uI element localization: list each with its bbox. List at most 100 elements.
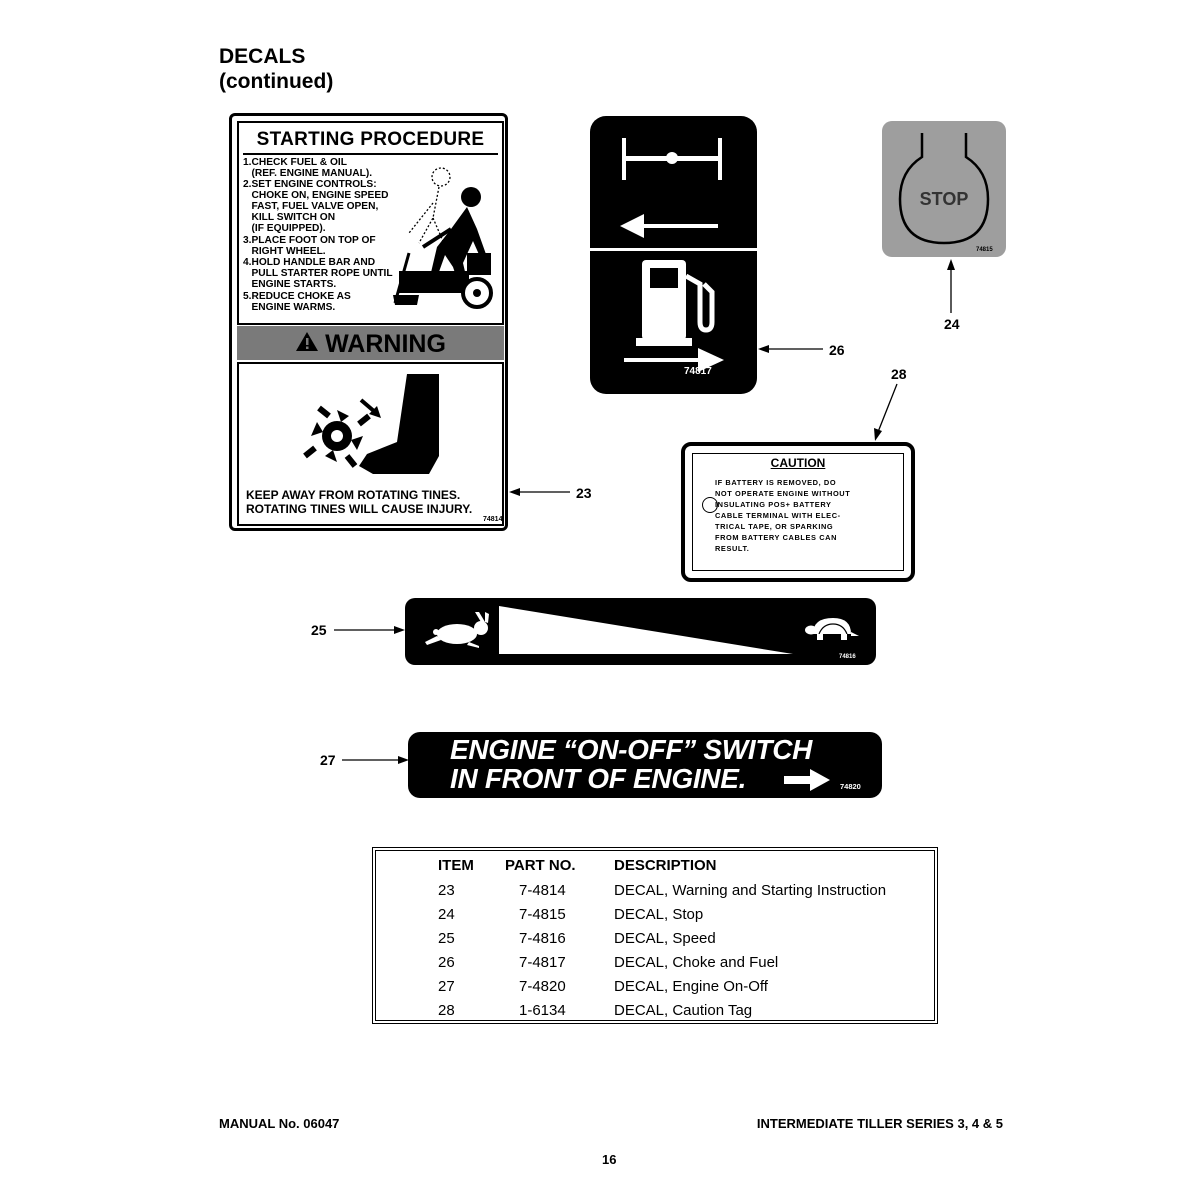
decal-26-choke-fuel: 74817	[590, 116, 757, 394]
stop-label: STOP	[919, 189, 969, 209]
callout-arrow-28	[874, 383, 898, 441]
cell-item: 27	[438, 978, 455, 995]
callout-28: 28	[891, 366, 907, 382]
page-title-line1: DECALS	[219, 45, 306, 68]
cell-description: DECAL, Speed	[614, 930, 716, 947]
cell-item: 23	[438, 882, 455, 899]
decal-part-label: 74814	[483, 516, 503, 523]
callout-arrow-26	[758, 345, 823, 353]
callout-26: 26	[829, 342, 845, 358]
footer-series-title: INTERMEDIATE TILLER SERIES 3, 4 & 5	[756, 1116, 1003, 1131]
step-line: (IF EQUIPPED).	[243, 223, 326, 234]
step-line: 5.REDUCE CHOKE AS	[243, 291, 351, 302]
cell-description: DECAL, Engine On-Off	[614, 978, 768, 995]
step-line: 4.HOLD HANDLE BAR AND	[243, 257, 376, 268]
callout-arrow-23	[509, 488, 570, 496]
rabbit-fast-icon	[425, 612, 489, 648]
engine-switch-line1: ENGINE “ON-OFF” SWITCH	[450, 734, 813, 765]
stop-keyhole-icon	[898, 133, 990, 245]
caution-line: TRICAL TAPE, OR SPARKING	[715, 522, 834, 531]
rotating-tines-panel: KEEP AWAY FROM ROTATING TINES. ROTATING …	[237, 362, 504, 526]
callout-27: 27	[320, 752, 336, 768]
step-line: 2.SET ENGINE CONTROLS:	[243, 179, 377, 190]
caution-line: NOT OPERATE ENGINE WITHOUT	[715, 489, 851, 498]
decal-28-caution-tag: CAUTION IF BATTERY IS REMOVED, DO NOT OP…	[681, 442, 915, 582]
arrow-right-icon	[784, 769, 830, 791]
decal-27-engine-on-off: ENGINE “ON-OFF” SWITCH IN FRONT OF ENGIN…	[408, 732, 882, 798]
tag-hole	[702, 497, 718, 513]
warning-band: WARNING	[237, 326, 504, 360]
decal-part-label: 74815	[976, 247, 993, 253]
cell-item: 26	[438, 954, 455, 971]
step-line: 3.PLACE FOOT ON TOP OF	[243, 235, 376, 246]
speed-wedge-icon	[499, 606, 793, 654]
cell-description: DECAL, Warning and Starting Instruction	[614, 882, 887, 899]
cell-part-no: 7-4815	[519, 906, 566, 923]
caution-line: FROM BATTERY CABLES CAN	[715, 533, 838, 542]
page-title-line2: (continued)	[219, 70, 334, 93]
step-line: 1.CHECK FUEL & OIL	[243, 157, 347, 168]
step-line: KILL SWITCH ON	[243, 212, 336, 223]
callout-arrow-27	[342, 756, 409, 764]
page-number: 16	[602, 1152, 617, 1167]
cell-part-no: 1-6134	[519, 1002, 566, 1019]
header-part-no: PART NO.	[505, 857, 576, 874]
callout-23: 23	[576, 485, 592, 501]
warning-heading: WARNING	[237, 329, 504, 359]
decal-part-label: 74820	[840, 782, 861, 791]
rotating-tines-foot-icon	[303, 374, 439, 474]
choke-icon	[620, 138, 722, 238]
cell-part-no: 7-4817	[519, 954, 566, 971]
step-line: (REF. ENGINE MANUAL).	[243, 168, 373, 179]
cell-description: DECAL, Caution Tag	[614, 1002, 753, 1019]
cell-part-no: 7-4814	[519, 882, 566, 899]
step-line: ENGINE WARMS.	[243, 302, 336, 313]
decal-part-label: 74817	[684, 366, 712, 377]
caution-inner-border	[692, 453, 904, 571]
step-line: FAST, FUEL VALVE OPEN,	[243, 201, 379, 212]
decal-23-starting-warning: STARTING PROCEDURE 1.CHECK FUEL & OIL (R…	[229, 113, 508, 531]
decal-part-label: 74816	[839, 654, 856, 660]
cell-item: 28	[438, 1002, 455, 1019]
header-item: ITEM	[438, 857, 474, 874]
decal-25-speed: 74816	[405, 598, 876, 665]
starting-procedure-panel: STARTING PROCEDURE 1.CHECK FUEL & OIL (R…	[237, 121, 504, 325]
operator-starting-tiller-icon	[393, 167, 493, 309]
page-title: DECALS (continued)	[219, 44, 333, 94]
caution-line: IF BATTERY IS REMOVED, DO	[715, 478, 837, 487]
step-line: RIGHT WHEEL.	[243, 246, 326, 257]
cell-part-no: 7-4820	[519, 978, 566, 995]
warning-triangle-icon	[295, 330, 319, 359]
keep-away-line1: KEEP AWAY FROM ROTATING TINES.	[246, 488, 461, 502]
starting-procedure-title: STARTING PROCEDURE	[256, 129, 485, 150]
caution-line: RESULT.	[715, 544, 750, 553]
cell-part-no: 7-4816	[519, 930, 566, 947]
warning-label: WARNING	[325, 329, 446, 358]
callout-25: 25	[311, 622, 327, 638]
caution-heading: CAUTION	[770, 456, 826, 470]
step-line: PULL STARTER ROPE UNTIL	[243, 268, 393, 279]
callout-arrow-25	[334, 626, 405, 634]
caution-line: INSULATING POS+ BATTERY	[715, 500, 832, 509]
cell-item: 24	[438, 906, 455, 923]
header-description: DESCRIPTION	[614, 857, 717, 874]
callout-arrow-24	[947, 259, 955, 313]
keep-away-line2: ROTATING TINES WILL CAUSE INJURY.	[246, 502, 473, 516]
fuel-pump-icon	[624, 260, 724, 372]
title-divider	[243, 153, 498, 155]
footer-manual-number: MANUAL No. 06047	[219, 1116, 340, 1131]
engine-switch-line2: IN FRONT OF ENGINE.	[450, 763, 747, 794]
step-line: CHOKE ON, ENGINE SPEED	[243, 190, 389, 201]
step-line: ENGINE STARTS.	[243, 279, 337, 290]
callout-24: 24	[944, 316, 960, 332]
decal-divider	[590, 248, 757, 251]
cell-item: 25	[438, 930, 455, 947]
parts-table: ITEM PART NO. DESCRIPTION 23 7-4814 DECA…	[372, 847, 938, 1024]
decal-24-stop: STOP 74815	[882, 121, 1006, 257]
turtle-slow-icon	[805, 618, 859, 640]
parts-table-inner-border	[375, 850, 935, 1021]
cell-description: DECAL, Stop	[614, 906, 704, 923]
cell-description: DECAL, Choke and Fuel	[614, 954, 779, 971]
caution-line: CABLE TERMINAL WITH ELEC-	[715, 511, 841, 520]
